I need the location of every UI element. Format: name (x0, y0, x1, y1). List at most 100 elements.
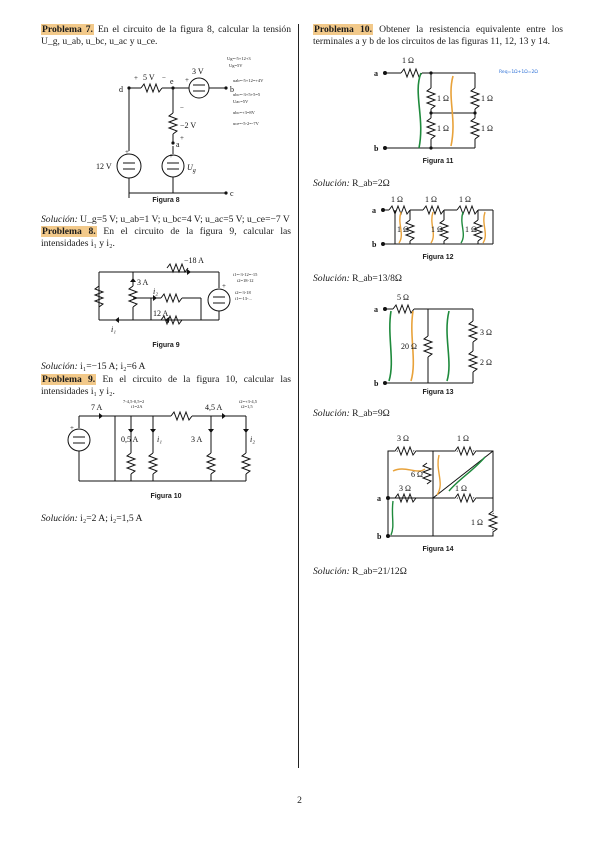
terminal-b-fig12: b (372, 240, 377, 249)
problem-7-label: Problema 7. (41, 24, 94, 35)
label-1-ohm-top: 1 Ω (457, 434, 469, 443)
problem-8-statement: Problema 8. En el circuito de la figura … (41, 225, 292, 250)
figure-8-caption: Figura 8 (152, 197, 180, 205)
svg-text:+: + (125, 148, 129, 156)
problem-9-solution: Solución: i₂=2 A; i₂=1,5 A (41, 513, 143, 525)
figure-11-solution: Solución: R_ab=2Ω (313, 177, 390, 189)
figure-12-caption: Figura 12 (422, 253, 454, 261)
terminal-b-fig11: b (374, 144, 379, 153)
svg-text:i2=1,5: i2=1,5 (241, 404, 253, 410)
svg-text:Ug=5V: Ug=5V (229, 63, 243, 68)
svg-text:i1=-13-...: i1=-13-... (235, 296, 252, 301)
problem-9-statement: Problema 9. En el circuito de la figura … (41, 373, 292, 397)
problem-7-statement: Problema 7. En el circuito de la figura … (41, 24, 291, 48)
svg-text:uce=-5-2=-7V: uce=-5-2=-7V (233, 121, 260, 126)
label-3-ohm: 3 Ω (480, 328, 492, 337)
handwritten-notes-fig9: i1=-3-12=-15 i2=18-12 i2=-3-18 i1=-13-..… (233, 272, 258, 301)
label-i2-fig10: i₂ (250, 435, 255, 444)
problem-9-label: Problema 9. (41, 373, 97, 385)
terminal-a-fig13: a (374, 305, 378, 314)
terminal-a-fig12: a (372, 206, 376, 215)
svg-text:i2=-3-18: i2=-3-18 (235, 290, 252, 295)
label-6-ohm: 6 Ω (411, 470, 423, 479)
label-12a: 12 A (153, 309, 169, 318)
svg-text:+: + (134, 74, 138, 82)
label-i1-fig10: i₁ (157, 435, 162, 444)
problem-8-label: Problema 8. (41, 225, 97, 237)
svg-text:i2=18-12: i2=18-12 (237, 278, 254, 283)
figure-11-circuit: a b 1 Ω 1 Ω 1 Ω 1 Ω 1 Ω Req=1Ω+1Ω=2Ω (374, 56, 538, 153)
label-2-ohm: 2 Ω (480, 358, 492, 367)
label-7a: 7 A (91, 403, 103, 412)
svg-text:Uac=5V: Uac=5V (233, 99, 249, 104)
label-1-ohm-right: 1 Ω (471, 518, 483, 527)
figure-9-caption: Figura 9 (152, 342, 180, 350)
label-4-5a: 4,5 A (205, 403, 223, 412)
resistor-label: 1 Ω (465, 225, 477, 234)
svg-text:ubc=-3+5+5=5: ubc=-3+5+5=5 (233, 92, 261, 97)
svg-text:+: + (222, 282, 226, 290)
handwritten-note-fig11: Req=1Ω+1Ω=2Ω (499, 69, 538, 75)
left-column: Problema 7. En el circuito de la figura … (41, 24, 291, 525)
figure-10-caption: Figura 10 (150, 493, 182, 501)
handwritten-notes-fig10: 7-4,5-0,5=2 i2=+3-4,5 i1=2A i2=1,5 (123, 399, 258, 410)
label-1-ohm-mid: 1 Ω (455, 484, 467, 493)
problem-8-solution: Solución: i₁=−15 A; i₂=6 A (41, 361, 146, 373)
resistor-label: 1 Ω (425, 196, 437, 204)
svg-text:−: − (162, 74, 166, 82)
handwritten-notes-fig8: Ug=-5+12+3 Ug=5V uab=-5+12=+4V ubc=-3+5+… (227, 56, 264, 126)
figure-12-solution: Solución: R_ab=13/8Ω (313, 273, 403, 285)
node-b-label: b (230, 85, 234, 94)
terminal-b-fig13: b (374, 379, 379, 388)
problem-7-solution: Solución: U_g=5 V; u_ab=1 V; u_bc=4 V; u… (41, 213, 290, 225)
svg-text:ubc=+3=8V: ubc=+3=8V (233, 110, 256, 115)
svg-text:i2=+3-4,5: i2=+3-4,5 (239, 399, 258, 405)
problem-10-label: Problema 10. (313, 24, 373, 35)
resistor-label: 1 Ω (481, 124, 493, 133)
figure-13-solution: Solución: R_ab=9Ω (313, 408, 390, 420)
resistor-label: 1 Ω (459, 196, 471, 204)
label-3a: 3 A (137, 278, 149, 287)
terminal-b-fig14: b (377, 532, 382, 541)
resistor-label: 1 Ω (391, 196, 403, 204)
resistor-label: 1 Ω (431, 225, 443, 234)
label-minus-18a: −18 A (184, 256, 204, 265)
label-3-ohm-top: 3 Ω (397, 434, 409, 443)
figure-10-circuit: 7 A 0,5 A 4,5 A 3 A i₁ i₂ + 7-4,5-0,5=2 … (67, 399, 258, 482)
resistor-label: 1 Ω (437, 94, 449, 103)
figure-13-caption: Figura 13 (422, 389, 454, 397)
label-3-ohm-mid: 3 Ω (399, 484, 411, 493)
figure-9-circuit: −18 A 3 A 12 A i₂ i₁ + i1=-3-12=-15 i2=1… (93, 256, 258, 334)
svg-text:i1=-3-12=-15: i1=-3-12=-15 (233, 272, 258, 277)
problem-10-statement: Problema 10. Obtener la resistencia equi… (313, 24, 563, 48)
right-column: Problema 10. Obtener la resistencia equi… (313, 24, 563, 578)
resistor-label: 1 Ω (397, 225, 409, 234)
node-e-label: e (170, 77, 174, 86)
label-0-5a: 0,5 A (121, 435, 139, 444)
svg-text:−: − (180, 104, 184, 112)
resistor-label: 1 Ω (481, 94, 493, 103)
figure-12-circuit: a b 1 Ω 1 Ω 1 Ω 1 Ω 1 Ω 1 Ω (372, 196, 494, 249)
svg-text:+: + (169, 152, 173, 160)
figure-8-circuit: d b c e a 5 V 3 V 12 V −2 V Ug +− ++ +−+… (96, 56, 264, 199)
terminal-a-fig11: a (374, 69, 378, 78)
svg-text:i1=2A: i1=2A (131, 404, 143, 409)
label-5-ohm: 5 Ω (397, 293, 409, 302)
resistor-label: 1 Ω (402, 56, 414, 65)
figure-14-circuit: a b 3 Ω 1 Ω 6 Ω 3 Ω 1 Ω 1 Ω (377, 434, 502, 541)
label-i1: i₁ (111, 325, 116, 334)
node-d-label: d (119, 85, 123, 94)
label-minus-2v: −2 V (180, 121, 196, 130)
figure-14-solution: Solución: R_ab=21/12Ω (313, 565, 407, 577)
label-3a-fig10: 3 A (191, 435, 203, 444)
svg-text:7-4,5-0,5=2: 7-4,5-0,5=2 (123, 399, 144, 405)
label-ug: Ug (187, 163, 196, 174)
figure-14-caption: Figura 14 (422, 545, 454, 553)
svg-text:uab=-5+12=+4V: uab=-5+12=+4V (233, 78, 264, 83)
label-12v: 12 V (96, 162, 112, 171)
label-3v: 3 V (192, 67, 204, 76)
resistor-label: 1 Ω (437, 124, 449, 133)
node-a-label: a (176, 140, 180, 149)
label-i2: i₂ (153, 287, 158, 296)
figure-11-caption: Figura 11 (422, 158, 454, 166)
